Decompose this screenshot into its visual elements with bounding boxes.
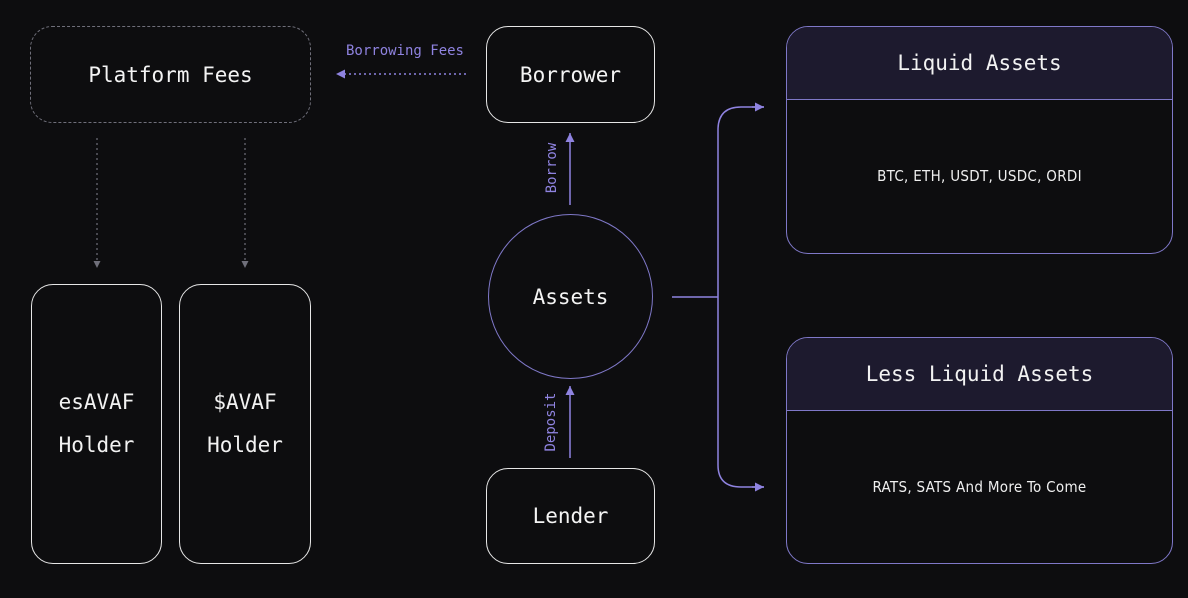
borrow-label: Borrow: [544, 142, 560, 194]
liquid-assets-items: BTC, ETH, USDT, USDC, ORDI: [877, 167, 1082, 185]
avaf-holder-line2: Holder: [207, 433, 283, 457]
assets-bracket: [672, 106, 764, 488]
liquid-assets-panel: Liquid Assets BTC, ETH, USDT, USDC, ORDI: [786, 26, 1173, 254]
less-liquid-assets-items: RATS, SATS And More To Come: [872, 477, 1087, 496]
less-liquid-assets-header: Less Liquid Assets: [787, 338, 1172, 411]
liquid-assets-body: BTC, ETH, USDT, USDC, ORDI: [787, 99, 1172, 253]
avaf-holder-line1: $AVAF: [213, 390, 277, 414]
assets-circle: Assets: [488, 214, 653, 379]
assets-label: Assets: [532, 284, 609, 309]
es-avaf-holder-line1: esAVAF: [58, 390, 135, 414]
borrower-label: Borrower: [519, 62, 622, 87]
avaf-holder-box: $AVAF Holder: [179, 284, 311, 564]
borrowing-fees-label: Borrowing Fees: [345, 43, 464, 59]
lender-box: Lender: [486, 468, 655, 564]
es-avaf-holder-box: esAVAF Holder: [31, 284, 162, 564]
borrower-box: Borrower: [486, 26, 655, 123]
less-liquid-assets-panel: Less Liquid Assets RATS, SATS And More T…: [786, 337, 1173, 564]
platform-fees-label: Platform Fees: [88, 62, 253, 87]
es-avaf-holder-line2: Holder: [58, 433, 135, 457]
platform-fees-box: Platform Fees: [30, 26, 311, 123]
less-liquid-assets-title: Less Liquid Assets: [865, 362, 1094, 386]
deposit-label: Deposit: [543, 392, 559, 452]
less-liquid-assets-body: RATS, SATS And More To Come: [787, 410, 1172, 563]
liquid-assets-title: Liquid Assets: [897, 51, 1062, 75]
lender-label: Lender: [532, 504, 609, 528]
liquid-assets-header: Liquid Assets: [787, 27, 1172, 100]
